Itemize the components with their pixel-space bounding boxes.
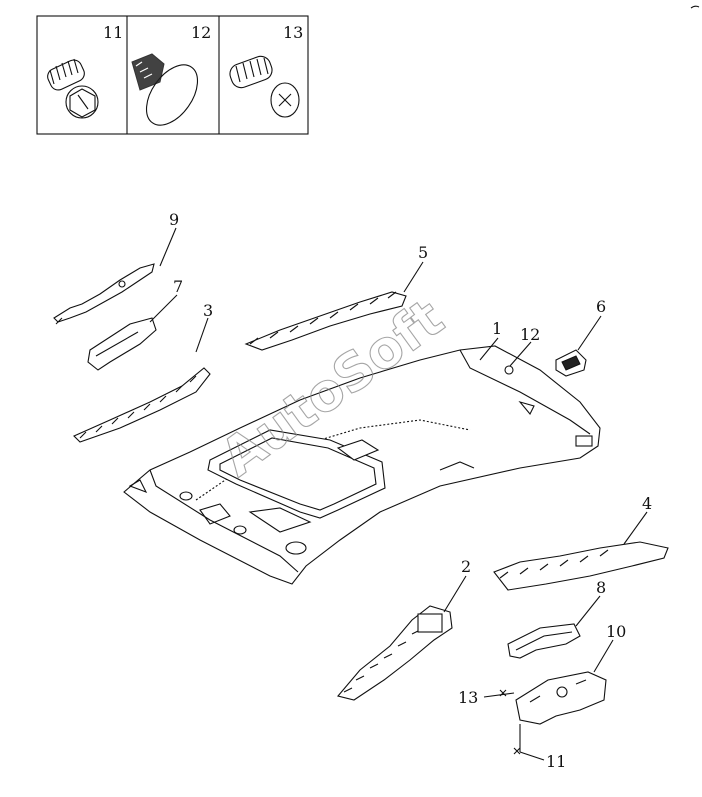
callout-1: 1 <box>492 319 502 338</box>
inset-label-12: 12 <box>191 23 211 42</box>
front-roof-rail-insulation <box>244 291 407 351</box>
fastener-inset-box: 11 12 13 <box>36 15 309 135</box>
front-grab-handle <box>87 317 157 371</box>
callout-13: 13 <box>458 688 478 707</box>
right-roof-rail-insulation <box>337 605 453 701</box>
rear-roof-rail-insulation <box>493 541 669 591</box>
inset-label-11: 11 <box>103 23 123 42</box>
hex-bolt-icon <box>47 58 99 119</box>
callout-11: 11 <box>546 752 566 771</box>
headliner-panel <box>123 345 601 585</box>
push-clip-icon <box>131 53 199 126</box>
callout-8: 8 <box>596 578 606 597</box>
roof-bracket <box>53 263 155 325</box>
screw-icon <box>229 55 300 118</box>
callout-10: 10 <box>606 622 626 641</box>
callout-labels: 9 7 3 5 1 12 6 4 2 8 10 13 11 <box>169 210 652 771</box>
left-roof-rail-insulation <box>73 367 211 443</box>
callout-3: 3 <box>203 301 213 320</box>
callout-5: 5 <box>418 243 428 262</box>
leader-lines <box>149 227 648 761</box>
callout-12: 12 <box>520 325 540 344</box>
push-clip-part <box>504 365 514 375</box>
corner-mark <box>690 5 700 9</box>
rear-grab-handle <box>507 623 581 659</box>
callout-2: 2 <box>461 557 471 576</box>
inset-label-13: 13 <box>283 23 303 42</box>
callout-6: 6 <box>596 297 606 316</box>
callout-4: 4 <box>642 494 652 513</box>
callout-7: 7 <box>173 277 183 296</box>
rear-bracket-plate <box>515 671 607 725</box>
dome-lamp <box>555 349 587 377</box>
callout-9: 9 <box>169 210 179 229</box>
